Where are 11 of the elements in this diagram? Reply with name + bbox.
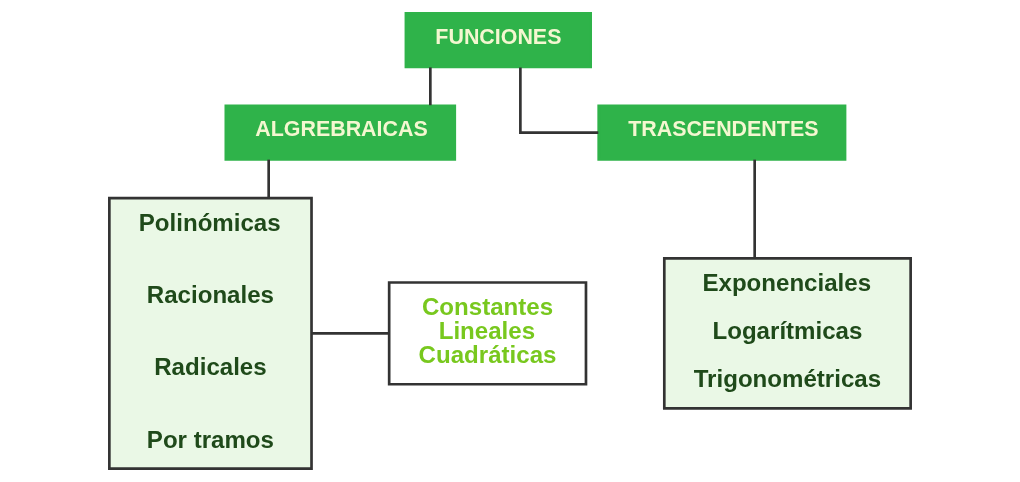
node-box: Exponenciales Logarítmicas Trigonométricas (662, 257, 912, 410)
connector (519, 67, 599, 134)
connector (429, 67, 432, 106)
node-box: Polinómicas Racionales Radicales Por tramos (108, 196, 313, 470)
node-box: FUNCIONES (404, 12, 592, 69)
connector (753, 159, 756, 259)
node-box: ALGREBRAICAS (224, 104, 457, 161)
connector (311, 332, 389, 335)
connector (267, 159, 270, 198)
node-box: Constantes Lineales Cuadráticas (387, 281, 588, 386)
node-box: TRASCENDENTES (597, 104, 847, 161)
